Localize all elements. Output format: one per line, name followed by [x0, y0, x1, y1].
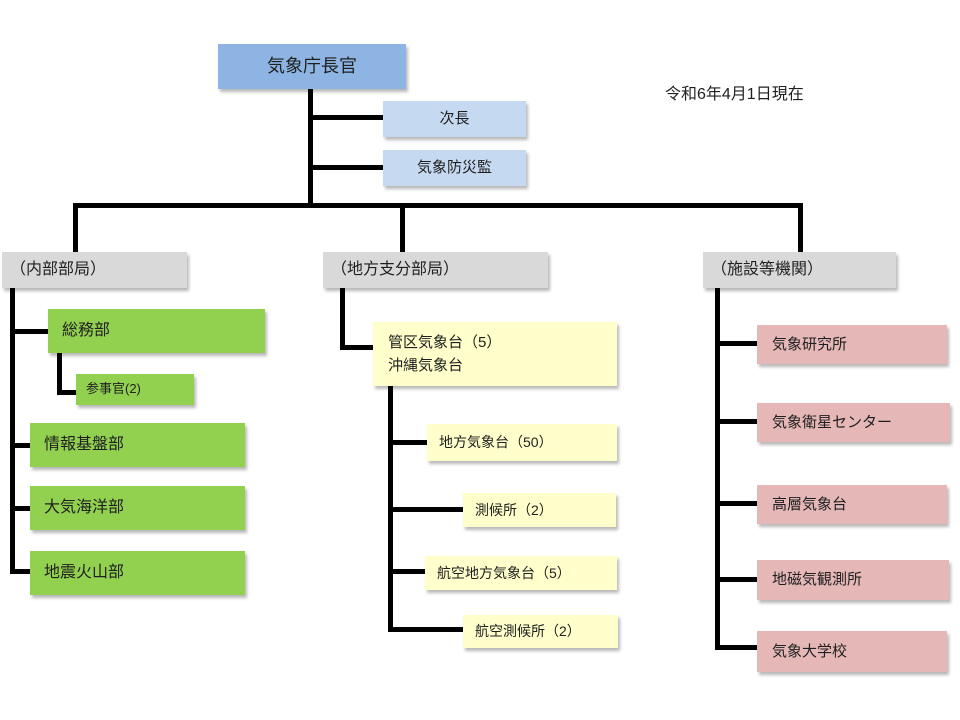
connector-stub-koukuu-chihou	[393, 569, 425, 574]
org-box-director-general: 気象庁長官	[218, 44, 406, 89]
connector-stub-kenkyujo	[720, 341, 757, 346]
org-box-disaster-mitigation: 気象防災監	[383, 150, 526, 186]
connector-stub-koukuu-sokkou	[393, 627, 463, 632]
connector-trunk	[308, 88, 313, 208]
regional-headquarters-label: 管区気象台（5） 沖縄気象台	[388, 331, 501, 378]
connector-drop-right	[798, 208, 803, 252]
org-box-earthquake-volcano-dept: 地震火山部	[30, 551, 245, 595]
connector-stub-daigakkou	[720, 645, 757, 650]
org-box-local-observatories: 地方気象台（50）	[427, 424, 617, 461]
org-box-counsellors: 参事官(2)	[76, 374, 194, 405]
connector-facilities-vertical	[715, 288, 720, 650]
org-box-regional-headquarters: 管区気象台（5） 沖縄気象台	[373, 322, 617, 386]
org-box-aviation-weather-stations: 航空測候所（2）	[463, 615, 618, 648]
branch-header-facilities: （施設等機関）	[703, 252, 896, 288]
org-box-administration-dept: 総務部	[48, 309, 265, 353]
org-box-weather-stations: 測候所（2）	[463, 493, 616, 527]
connector-sanjikan-vertical	[57, 353, 62, 395]
connector-stub-deputy1	[308, 115, 383, 120]
connector-sanjikan-stub	[62, 390, 76, 395]
regional-headquarters-line2: 沖縄気象台	[388, 357, 464, 374]
connector-drop-left	[73, 208, 78, 252]
branch-header-internal: （内部部局）	[2, 252, 187, 288]
org-box-deputy-director: 次長	[383, 101, 526, 137]
org-box-aerological-observatory: 高層気象台	[757, 485, 947, 524]
org-box-aviation-observatories: 航空地方気象台（5）	[425, 556, 617, 590]
connector-stub-sokkou	[393, 507, 463, 512]
connector-internal-vertical	[10, 288, 15, 574]
connector-stub-taiki	[15, 506, 30, 511]
connector-stub-deputy2	[308, 165, 383, 170]
org-box-atmosphere-ocean-dept: 大気海洋部	[30, 486, 245, 530]
connector-stub-chijiki	[720, 577, 757, 582]
connector-regional-vertical1	[340, 288, 345, 350]
org-box-meteorological-college: 気象大学校	[757, 631, 947, 672]
org-box-information-infrastructure-dept: 情報基盤部	[30, 423, 245, 467]
connector-regional-vertical2	[388, 386, 393, 632]
connector-stub-kanku	[345, 345, 373, 350]
connector-stub-jouhou	[15, 443, 30, 448]
org-box-meteorological-satellite-center: 気象衛星センター	[757, 403, 950, 442]
connector-stub-jishin	[15, 569, 30, 574]
connector-stub-chihou	[393, 440, 427, 445]
date-note: 令和6年4月1日現在	[665, 86, 804, 103]
connector-main-horizontal	[73, 203, 803, 208]
connector-drop-mid	[400, 208, 405, 252]
org-box-meteorological-research-institute: 気象研究所	[757, 325, 947, 364]
connector-stub-eisei	[720, 419, 757, 424]
branch-header-regional: （地方支分部局）	[323, 252, 548, 288]
regional-headquarters-line1: 管区気象台（5）	[388, 333, 502, 351]
connector-stub-kousou	[720, 501, 757, 506]
org-box-magnetic-observatory: 地磁気観測所	[757, 560, 949, 600]
connector-stub-soumu	[15, 329, 48, 334]
